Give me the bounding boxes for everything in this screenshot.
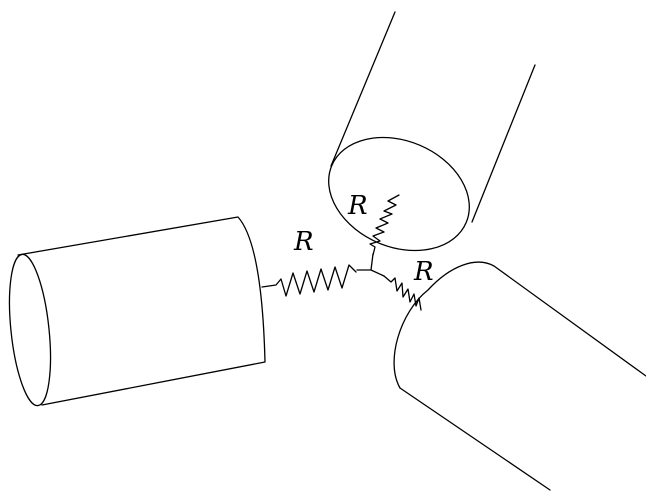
cylinder-top-edge-left — [330, 11, 396, 167]
cylinder-right-body — [393, 261, 646, 389]
cylinder-top — [328, 11, 536, 252]
resistor-top-zigzag — [369, 194, 400, 256]
cylinder-left-body — [17, 216, 266, 406]
resistor-right-zigzag — [383, 275, 422, 311]
junction-wires — [356, 253, 385, 277]
cylinder-top-end-face — [328, 136, 470, 252]
cylinder-left — [8, 216, 266, 407]
resistor-right-label: R — [413, 257, 434, 287]
cylinder-left-end-face — [8, 253, 52, 407]
resistor-left: R — [261, 227, 357, 297]
cylinder-right — [393, 261, 646, 491]
resistor-top: R — [347, 191, 400, 256]
cylinder-top-edge-right — [471, 64, 536, 223]
cylinder-right-edge-bottom — [399, 387, 551, 491]
resistor-top-label: R — [347, 191, 368, 221]
resistor-left-zigzag — [261, 264, 357, 297]
resistor-left-label: R — [293, 227, 314, 257]
resistor-right: R — [383, 257, 434, 311]
junction — [356, 253, 385, 277]
